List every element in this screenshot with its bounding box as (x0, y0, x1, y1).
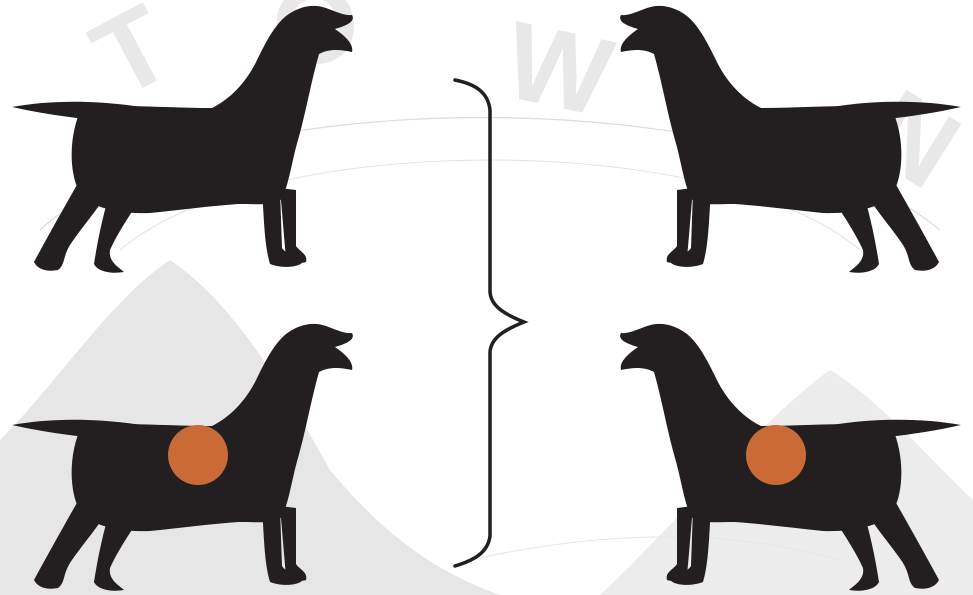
dog-silhouette-icon (12, 5, 353, 273)
highlight-spot-left (168, 425, 228, 485)
dog-top-left (12, 5, 353, 273)
highlight-spot-right (746, 425, 806, 485)
watermark-letter-3: W (495, 0, 622, 140)
curly-brace-icon (453, 78, 529, 568)
watermark-arc-bottom (469, 536, 841, 561)
